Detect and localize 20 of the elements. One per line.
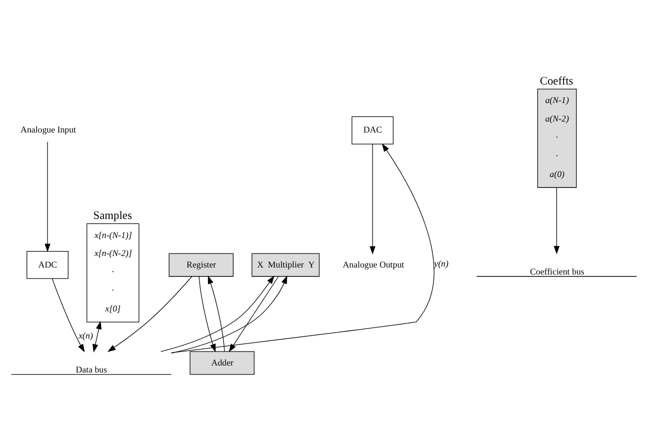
node-text: Analogue Output — [342, 259, 404, 270]
arrow — [554, 187, 560, 254]
node-box: Register — [168, 253, 234, 277]
arrow — [92, 320, 102, 352]
arrow — [44, 142, 50, 252]
node-label: Samples — [93, 210, 132, 222]
node-box: X Multiplier Y — [252, 253, 320, 277]
arrow — [228, 276, 279, 352]
node-label: Coeffts — [540, 75, 574, 88]
node-box: Adder — [190, 351, 254, 375]
arrow — [52, 278, 85, 352]
node-text: Data bus — [76, 364, 108, 375]
node-box: ADC — [26, 250, 68, 279]
node-text: Coefficient bus — [530, 266, 584, 277]
arrow — [370, 144, 376, 254]
edge-label: y(n) — [434, 258, 448, 269]
node-box: DAC — [352, 116, 394, 144]
edge-label: x(n) — [78, 330, 93, 340]
node-text: Analogue Input — [20, 124, 76, 135]
arrow — [107, 276, 192, 352]
